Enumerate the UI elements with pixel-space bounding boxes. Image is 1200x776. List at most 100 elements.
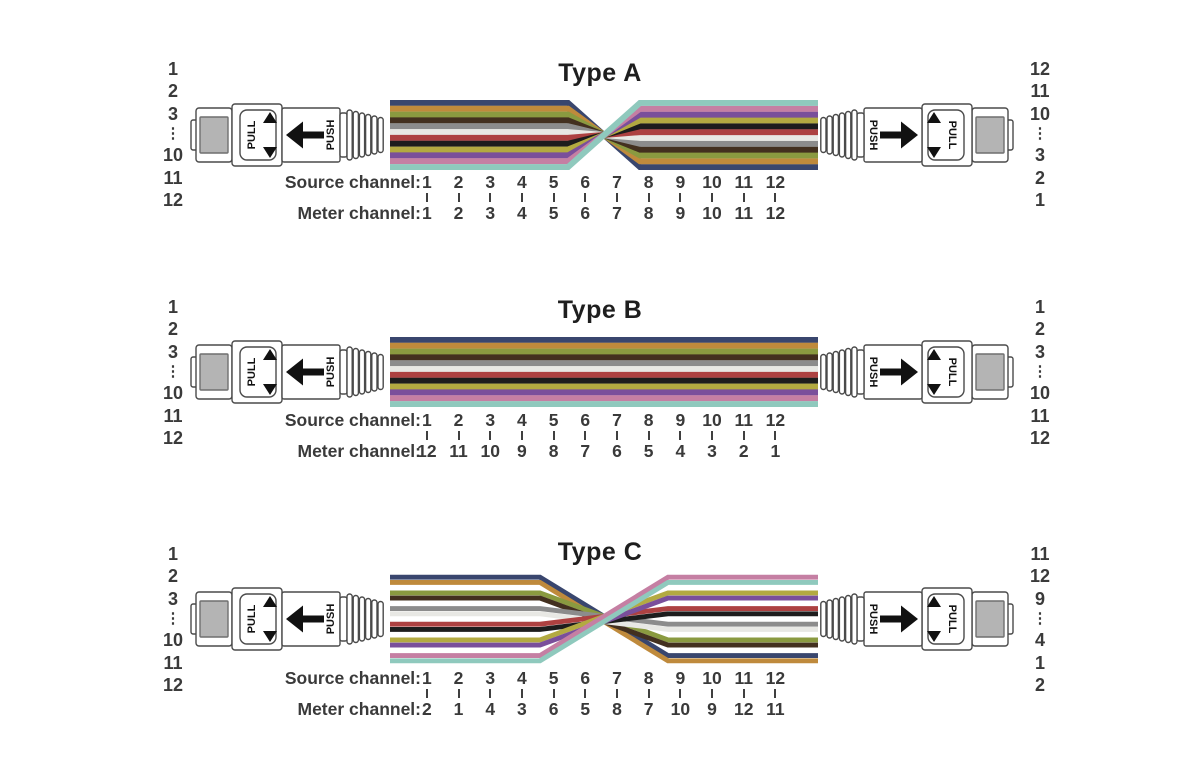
- pull-label: PULL: [946, 358, 958, 387]
- source-channel-number: 1: [421, 172, 432, 192]
- ellipsis: ⋮: [1032, 125, 1048, 143]
- connector-body: [190, 103, 384, 167]
- channel-link-bar: [711, 193, 714, 202]
- meter-channel-number: 4: [485, 699, 496, 719]
- meter-channel-number: 9: [707, 699, 717, 719]
- fiber-ribbon: [390, 100, 818, 170]
- source-channel-number: 5: [548, 668, 559, 688]
- source-channel-number: 11: [734, 410, 753, 430]
- connector-body: [190, 587, 384, 651]
- port-number: 1: [1034, 652, 1045, 673]
- channel-link-bar: [457, 193, 460, 202]
- fiber-aqua: [390, 100, 818, 170]
- port-number: 2: [167, 81, 178, 102]
- channel-link-bar: [679, 689, 682, 698]
- source-channel-number: 11: [734, 172, 753, 192]
- port-number: 3: [167, 103, 178, 124]
- port-number: 12: [162, 427, 184, 448]
- source-channel-number: 4: [517, 172, 527, 192]
- port-number: 2: [167, 319, 178, 340]
- meter-channel-number: 6: [580, 203, 591, 223]
- ellipsis: ⋮: [1032, 363, 1048, 381]
- ferrule: [199, 600, 229, 638]
- meter-channel-number: 7: [612, 203, 622, 223]
- channel-link-bar: [615, 689, 618, 698]
- port-number: 12: [1029, 427, 1051, 448]
- port-number: 1: [167, 59, 178, 79]
- meter-channel-number: 1: [770, 441, 781, 461]
- channel-link-bar: [520, 193, 523, 202]
- push-direction-arrow: [880, 358, 918, 386]
- source-channel-number: 4: [517, 668, 527, 688]
- port-number: 10: [1029, 103, 1051, 124]
- meter-channel-number: 4: [517, 203, 527, 223]
- meter-channel-number: 7: [580, 441, 591, 461]
- source-channel-number: 1: [421, 668, 432, 688]
- meter-channel-number: 8: [612, 699, 622, 719]
- channel-link-bar: [457, 689, 460, 698]
- meter-channel-number: 12: [765, 203, 786, 223]
- connector-body: [190, 340, 384, 404]
- port-number: 10: [162, 145, 184, 166]
- port-number: 10: [1029, 383, 1051, 404]
- source-channel-number: 10: [702, 410, 722, 430]
- ferrule: [975, 116, 1005, 154]
- port-number: 12: [162, 674, 184, 695]
- source-channel-number: 9: [675, 668, 686, 688]
- meter-channel-number: 2: [453, 203, 464, 223]
- port-number: 12: [1029, 566, 1051, 587]
- fiber-rose: [390, 574, 818, 659]
- channel-link-bar: [742, 193, 745, 202]
- meter-channel-number: 8: [548, 441, 559, 461]
- push-label: PUSH: [325, 604, 337, 635]
- source-channel-number: 9: [675, 172, 686, 192]
- source-channel-number: 1: [421, 410, 432, 430]
- port-number: 2: [1034, 167, 1045, 188]
- pull-label: PULL: [246, 357, 258, 386]
- meter-channel-number: 12: [417, 441, 437, 461]
- push-label: PUSH: [867, 120, 879, 151]
- channel-link-bar: [425, 689, 428, 698]
- meter-channel-number: 3: [707, 441, 717, 461]
- channel-link-bar: [742, 689, 745, 698]
- channel-link-bar: [647, 193, 650, 202]
- channel-link-bar: [679, 431, 682, 440]
- ferrule: [199, 116, 229, 154]
- meter-channel-label: Meter channel:: [297, 699, 422, 719]
- channel-link-bar: [774, 431, 777, 440]
- meter-channel-number: 5: [548, 203, 559, 223]
- channel-link-bar: [425, 431, 428, 440]
- source-channel-number: 8: [643, 668, 654, 688]
- connector-body: [820, 103, 1014, 167]
- port-number: 1: [1034, 189, 1045, 210]
- port-number: 3: [167, 588, 178, 609]
- source-channel-label: Source channel:: [284, 172, 421, 192]
- source-channel-label: Source channel:: [284, 410, 421, 430]
- push-direction-arrow: [286, 605, 324, 633]
- ellipsis: ⋮: [165, 610, 181, 628]
- push-direction-arrow: [880, 121, 918, 149]
- port-number: 9: [1034, 588, 1045, 609]
- port-number: 3: [1034, 341, 1045, 362]
- port-number: 3: [167, 341, 178, 362]
